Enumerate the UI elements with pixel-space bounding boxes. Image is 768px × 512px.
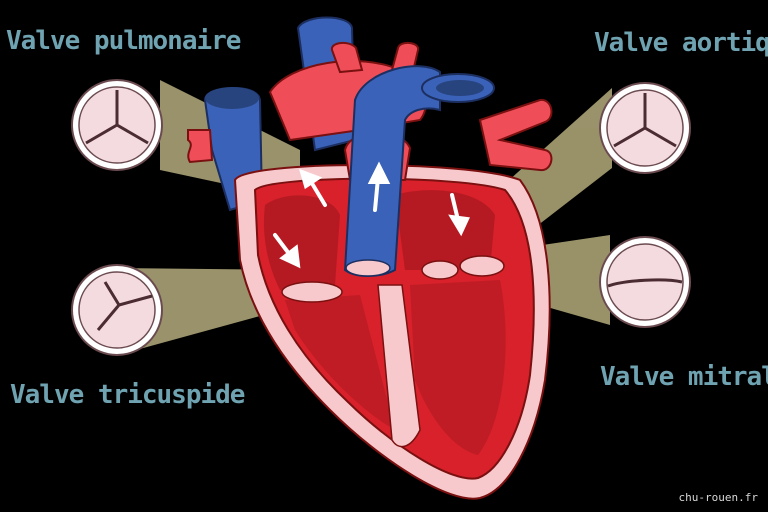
arrow-up-center-head xyxy=(367,161,391,184)
vena-cava-opening xyxy=(205,87,259,109)
label-pulmonary-valve: Valve pulmonaire xyxy=(6,26,241,56)
left-atrium xyxy=(395,190,495,270)
pulmonary-veins xyxy=(478,98,553,172)
arrow-up-left xyxy=(308,178,327,207)
source-credit: chu-rouen.fr xyxy=(678,491,758,504)
label-aortic-valve: Valve aortique xyxy=(594,28,768,58)
arrow-down-left-head xyxy=(279,244,301,269)
aortic-valve xyxy=(421,260,459,280)
tricuspid-valve-icon xyxy=(71,264,163,356)
pulmonary-valve xyxy=(345,259,391,277)
flow-arrows xyxy=(273,161,470,269)
septum xyxy=(377,284,421,448)
pulmonary-stub xyxy=(187,129,214,164)
label-mitral-valve: Valve mitrale xyxy=(600,362,768,392)
left-ventricle xyxy=(410,280,506,455)
mitral-valve-icon xyxy=(599,236,691,328)
pulmonary-artery-inner xyxy=(436,80,484,96)
heart xyxy=(187,16,553,500)
arrow-down-right-head xyxy=(448,214,470,237)
aortic-valve-icon xyxy=(599,82,691,174)
right-ventricle xyxy=(285,295,395,430)
mitral-valve xyxy=(459,255,505,277)
tricuspid-valve xyxy=(281,281,343,303)
pulmonary-valve-icon xyxy=(71,79,163,171)
right-atrium xyxy=(263,195,340,290)
arrow-down-left xyxy=(273,233,292,257)
label-tricuspid-valve: Valve tricuspide xyxy=(10,380,245,410)
arrow-up-left-head xyxy=(298,168,323,190)
arch-branch-left xyxy=(330,42,364,74)
